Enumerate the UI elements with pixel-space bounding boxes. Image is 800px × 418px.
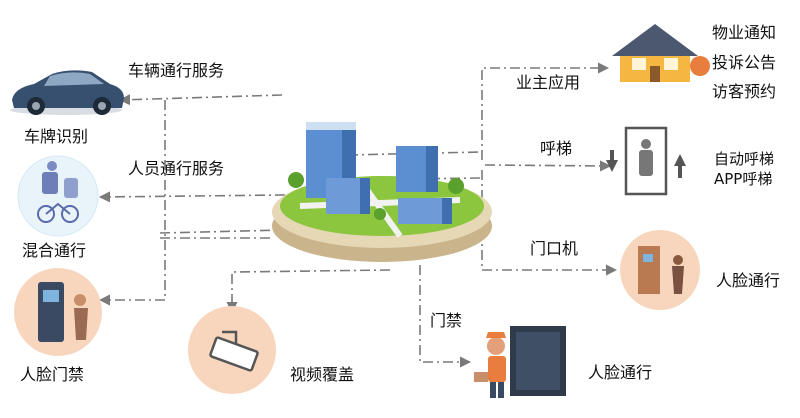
elevator-call-label: 呼梯: [540, 139, 573, 158]
house-icon: [612, 24, 710, 82]
owner-app-item: 访客预约: [712, 82, 777, 102]
owner-app-item: 投诉公告: [712, 52, 777, 72]
city-platform-icon: [272, 122, 492, 262]
mixed-passage-icon: [17, 155, 99, 237]
elevator-icon: [606, 126, 686, 196]
face-passage-bottom-label: 人脸通行: [588, 363, 653, 382]
vehicle-service-label: 车辆通行服务: [128, 61, 225, 80]
owner-app-label: 业主应用: [516, 73, 581, 92]
intercom-label: 门口机: [530, 239, 579, 258]
face-door-icon: [14, 268, 102, 356]
owner-app-list: 物业通知 投诉公告 访客预约: [712, 18, 776, 107]
camera-icon: [188, 306, 276, 394]
face-door-right-icon: [620, 230, 700, 310]
worker-door-icon: [474, 326, 566, 398]
elevator-item: APP呼梯: [714, 169, 773, 188]
plate-recognition-label: 车牌识别: [24, 127, 89, 146]
elevator-item: 自动呼梯: [714, 150, 775, 168]
person-service-label: 人员通行服务: [128, 159, 225, 178]
access-control-label: 门禁: [430, 311, 463, 330]
owner-app-item: 物业通知: [712, 23, 777, 42]
car-icon: [10, 70, 124, 115]
face-passage-right-label: 人脸通行: [716, 271, 781, 290]
mixed-passage-label: 混合通行: [22, 241, 87, 260]
face-access-left-label: 人脸门禁: [20, 365, 85, 384]
elevator-list: 自动呼梯 APP呼梯: [714, 150, 774, 189]
video-coverage-label: 视频覆盖: [290, 365, 355, 384]
